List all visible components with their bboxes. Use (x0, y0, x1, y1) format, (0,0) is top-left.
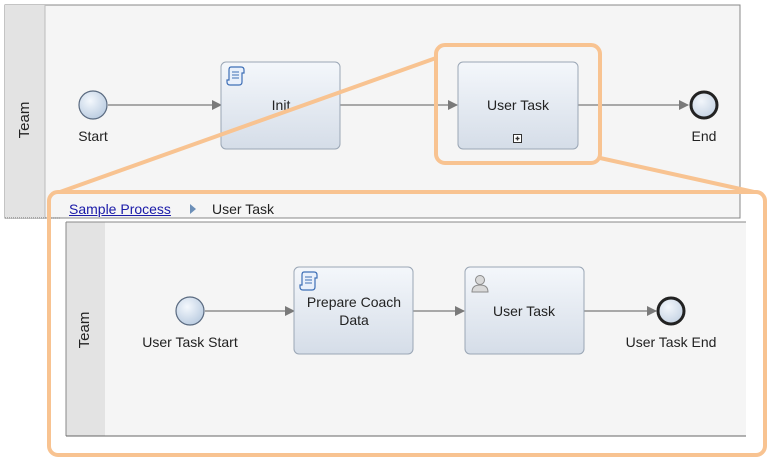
script-icon (226, 66, 245, 86)
detail-lane-header (66, 222, 105, 436)
top-process-diagram: Team Start Init User Task (4, 4, 741, 219)
prepare-label-line2: Data (339, 312, 369, 328)
user-icon (471, 275, 489, 293)
breadcrumb-parent-link[interactable]: Sample Process (69, 201, 171, 217)
zoom-highlight (47, 43, 767, 457)
init-task[interactable]: Init (220, 61, 341, 150)
top-lane-header (5, 5, 45, 218)
detail-process-diagram: Team User Task Start Prepare Coach Data … (65, 221, 746, 437)
breadcrumb-current: User Task (212, 201, 274, 217)
top-start-event[interactable] (78, 90, 108, 120)
zoom-line-right (599, 156, 755, 194)
zoom-line-left (59, 56, 437, 194)
detail-start-label: User Task Start (142, 334, 238, 350)
top-end-label: End (692, 128, 717, 144)
detail-user-task[interactable]: User Task (464, 266, 585, 355)
detail-end-event[interactable] (656, 296, 686, 326)
breadcrumb-separator-icon (190, 204, 196, 214)
zoom-frame (47, 190, 767, 457)
top-user-task[interactable]: User Task (457, 61, 579, 150)
top-user-task-label: User Task (487, 97, 550, 113)
top-end-event[interactable] (689, 90, 719, 120)
init-task-label: Init (272, 97, 291, 113)
highlight-box (434, 43, 602, 165)
detail-end-label: User Task End (626, 334, 717, 350)
top-start-label: Start (78, 128, 108, 144)
script-icon (299, 271, 318, 291)
top-pool (4, 4, 741, 219)
detail-user-task-label: User Task (493, 303, 556, 319)
prepare-label-line1: Prepare Coach (307, 294, 401, 310)
subprocess-expand-icon[interactable] (513, 134, 522, 143)
detail-lane-label: Team (76, 312, 93, 349)
top-lane-label: Team (16, 102, 33, 139)
detail-start-event[interactable] (175, 296, 205, 326)
prepare-coach-data-task[interactable]: Prepare Coach Data (293, 266, 414, 355)
